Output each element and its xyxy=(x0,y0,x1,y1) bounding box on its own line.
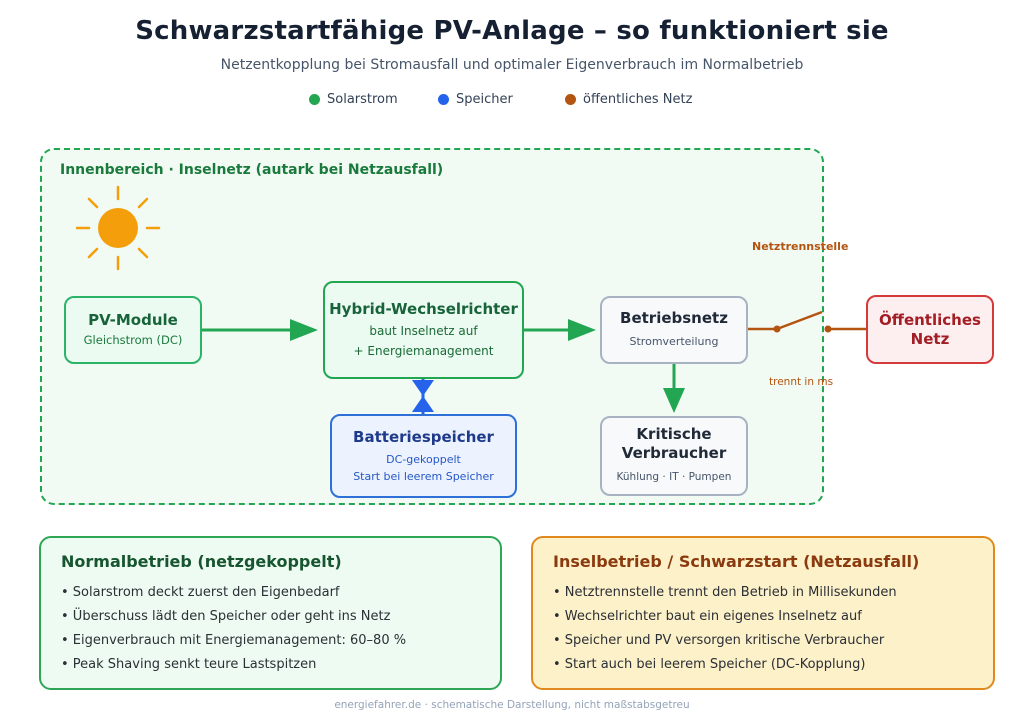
battery-storage-sub-2: Start bei leerem Speicher xyxy=(353,470,494,483)
pv-modules-node: PV-Module Gleichstrom (DC) xyxy=(64,296,202,364)
arrow-inverter-to-grid xyxy=(524,319,596,341)
grid-separator-note: trennt in ms xyxy=(769,376,834,388)
normal-operation-title: Normalbetrieb (netzgekoppelt) xyxy=(61,552,342,571)
pv-modules-sub: Gleichstrom (DC) xyxy=(83,333,183,347)
arrow-battery-inverter-bidirectional xyxy=(412,379,434,414)
operating-grid-sub: Stromverteilung xyxy=(629,335,719,348)
legend-dot-storage xyxy=(438,93,449,105)
critical-loads-title-2: Verbraucher xyxy=(621,444,727,462)
zone-label: Innenbereich · Inselnetz (autark bei Net… xyxy=(60,162,444,178)
hybrid-inverter-sub-2: + Energiemanagement xyxy=(353,344,494,358)
list-item: • Eigenverbrauch mit Energiemanagement: … xyxy=(61,633,407,648)
list-item: • Solarstrom deckt zuerst den Eigenbedar… xyxy=(61,585,340,600)
legend-item-storage: Speicher xyxy=(438,90,513,108)
legend-dot-public-grid xyxy=(565,93,576,105)
legend-label-public-grid: öffentliches Netz xyxy=(583,91,693,107)
critical-loads-node: Kritische Verbraucher Kühlung · IT · Pum… xyxy=(600,416,748,496)
public-grid-node: Öffentliches Netz xyxy=(866,295,994,364)
public-grid-title-2: Netz xyxy=(910,329,950,348)
island-operation-panel: Inselbetrieb / Schwarzstart (Netzausfall… xyxy=(531,536,995,690)
list-item: • Speicher und PV versorgen kritische Ve… xyxy=(553,633,885,648)
legend-item-public-grid: öffentliches Netz xyxy=(565,90,692,108)
hybrid-inverter-title: Hybrid-Wechselrichter xyxy=(329,300,518,318)
critical-loads-title-1: Kritische xyxy=(636,425,712,443)
grid-separator-switch xyxy=(748,310,866,333)
arrow-pv-to-inverter xyxy=(202,319,318,341)
legend-item-solar: Solarstrom xyxy=(309,90,398,108)
footer-credit: energiefahrer.de · schematische Darstell… xyxy=(334,699,690,711)
operating-grid-node: Betriebsnetz Stromverteilung xyxy=(600,296,748,364)
list-item: • Wechselrichter baut ein eigenes Inseln… xyxy=(553,609,862,624)
legend-dot-solar xyxy=(309,93,320,105)
legend-label-solar: Solarstrom xyxy=(327,91,398,107)
page-title: Schwarzstartfähige PV-Anlage – so funkti… xyxy=(135,16,889,46)
grid-separator-label: Netztrennstelle xyxy=(752,240,849,253)
island-operation-title: Inselbetrieb / Schwarzstart (Netzausfall… xyxy=(553,552,920,571)
arrow-grid-to-critical xyxy=(663,364,685,413)
battery-storage-node: Batteriespeicher DC-gekoppelt Start bei … xyxy=(330,414,517,498)
hybrid-inverter-sub-1: baut Inselnetz auf xyxy=(369,324,478,338)
pv-modules-title: PV-Module xyxy=(88,311,178,329)
list-item: • Netztrennstelle trennt den Betrieb in … xyxy=(553,585,897,600)
list-item: • Überschuss lädt den Speicher oder geht… xyxy=(61,609,391,624)
page-subtitle: Netzentkopplung bei Stromausfall und opt… xyxy=(220,57,804,73)
legend-label-storage: Speicher xyxy=(456,91,513,107)
operating-grid-title: Betriebsnetz xyxy=(620,309,728,327)
battery-storage-sub-1: DC-gekoppelt xyxy=(386,453,461,466)
public-grid-title-1: Öffentliches xyxy=(879,310,981,329)
list-item: • Start auch bei leerem Speicher (DC-Kop… xyxy=(553,657,866,672)
battery-storage-title: Batteriespeicher xyxy=(353,428,494,446)
normal-operation-panel: Normalbetrieb (netzgekoppelt) • Solarstr… xyxy=(39,536,502,690)
normal-operation-list: • Solarstrom deckt zuerst den Eigenbedar… xyxy=(61,581,480,677)
critical-loads-sub: Kühlung · IT · Pumpen xyxy=(616,471,732,483)
hybrid-inverter-node: Hybrid-Wechselrichter baut Inselnetz auf… xyxy=(323,281,524,379)
list-item: • Peak Shaving senkt teure Lastspitzen xyxy=(61,657,317,672)
sun-icon xyxy=(75,185,161,271)
island-operation-list: • Netztrennstelle trennt den Betrieb in … xyxy=(553,581,973,677)
